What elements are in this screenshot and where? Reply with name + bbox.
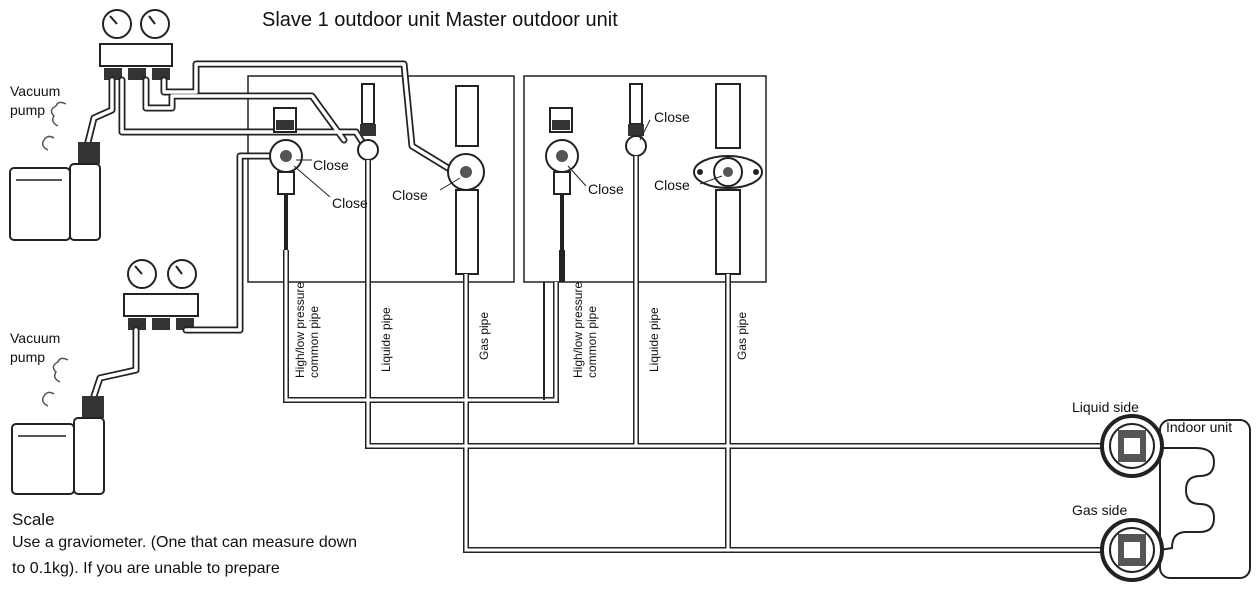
slave-liquid-valve: [357, 83, 379, 250]
master-gas-pipe-label: Gas pipe: [735, 312, 749, 360]
liquid-side-flare: [1100, 414, 1164, 478]
manifold-gauge-2: [123, 259, 199, 330]
vacuum-pump-2: [11, 357, 105, 495]
indoor-unit-label: Indoor unit: [1166, 419, 1232, 435]
slave-highlow-valve: [269, 107, 303, 250]
slave-gas-pipe-label: Gas pipe: [477, 312, 491, 360]
master-gas-valve: [693, 83, 763, 275]
close-leader-lines: [293, 119, 723, 198]
close-label-master-gas: Close: [654, 177, 690, 193]
master-outdoor-unit-box: [523, 75, 767, 283]
diagram-title: Slave 1 outdoor unit Master outdoor unit: [262, 9, 618, 31]
close-label-master-highlow: Close: [588, 181, 624, 197]
indoor-unit: [1159, 419, 1251, 579]
manifold-gauge-1: [99, 9, 173, 80]
master-highlow-pipe-label: High/low pressure common pipe: [571, 279, 599, 378]
slave-outdoor-unit-box: [247, 75, 515, 283]
slave-highlow-pipe-label: High/low pressure common pipe: [293, 279, 321, 378]
refrigerant-pipes: [283, 250, 1130, 553]
liquid-side-label: Liquid side: [1072, 399, 1139, 415]
scale-title: Scale: [12, 510, 55, 529]
slave-liquid-pipe-label: Liquide pipe: [379, 307, 393, 372]
vacuum-pump-2-label: Vacuum pump: [10, 330, 64, 365]
close-label-slave-highlow-lower: Close: [332, 195, 368, 211]
close-label-slave-gas: Close: [392, 187, 428, 203]
gas-side-label: Gas side: [1072, 502, 1127, 518]
close-label-slave-highlow-upper: Close: [313, 157, 349, 173]
master-liquid-valve: [625, 83, 647, 250]
slave-gas-valve: [447, 85, 485, 275]
vacuum-pump-1: [9, 101, 101, 241]
vacuum-pump-1-label: Vacuum pump: [10, 83, 64, 118]
hoses: [84, 60, 452, 400]
close-label-master-liquid: Close: [654, 109, 690, 125]
master-highlow-valve: [545, 107, 579, 250]
gas-side-flare: [1100, 518, 1164, 582]
master-liquid-pipe-label: Liquide pipe: [647, 307, 661, 372]
scale-note: Scale Use a graviometer. (One that can m…: [12, 510, 482, 582]
scale-text: Use a graviometer. (One that can measure…: [12, 534, 358, 577]
